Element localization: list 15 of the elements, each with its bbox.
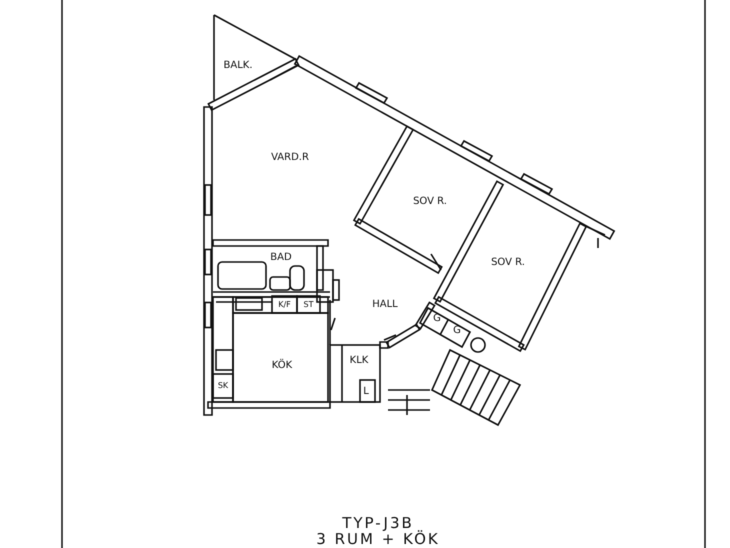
- room-label: KÖK: [272, 361, 292, 371]
- room-label: SK: [218, 382, 228, 390]
- room-label: G: [453, 326, 461, 336]
- room-label: BALK.: [224, 61, 252, 71]
- room-label: K/F: [278, 301, 291, 309]
- room-label: ST: [304, 301, 314, 309]
- room-label: BAD: [270, 253, 292, 263]
- room-label: SOV R.: [413, 197, 447, 207]
- room-label: HALL: [372, 300, 398, 310]
- room-label: L: [363, 387, 369, 397]
- room-label: VARD.R: [271, 153, 309, 163]
- room-label: SOV R.: [491, 258, 525, 268]
- room-label: KLK: [350, 356, 368, 366]
- plan-title: TYP-J3B: [342, 516, 414, 531]
- plan-subtitle: 3 RUM + KÖK: [316, 532, 440, 547]
